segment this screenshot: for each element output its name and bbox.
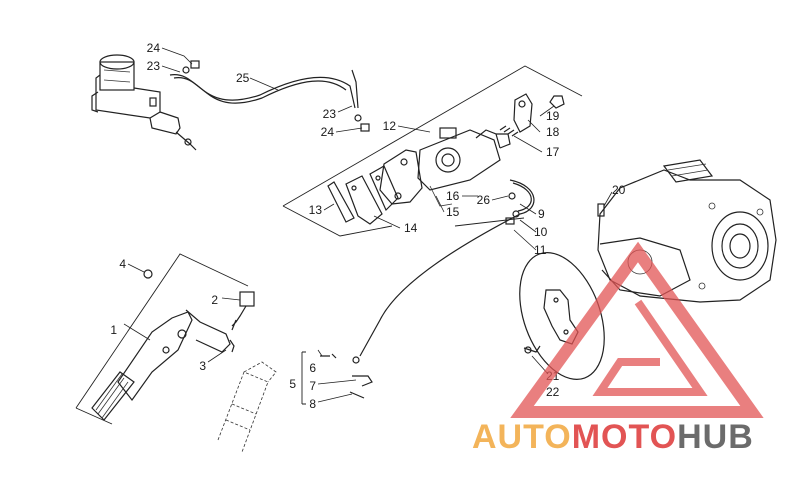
caliper-lever [499,93,565,137]
brake-switch [231,291,255,331]
frame-section [217,361,277,453]
watermark-moto: MOTO [572,418,677,456]
rear-gearcase [597,159,777,303]
callout-labels: 1 2 3 4 5 6 7 8 9 10 11 12 13 14 15 16 1… [110,41,625,411]
watermark-text: AUTOMOTOHUB [472,418,754,456]
parking-brake-cable [359,179,535,357]
watermark-hub: HUB [677,418,754,456]
callout-15: 15 [446,205,460,219]
callout-5: 5 [289,377,296,391]
cable-hardware-group [301,351,373,405]
callout-22: 22 [546,385,560,399]
callout-4: 4 [119,257,126,271]
callout-6: 6 [309,361,316,375]
callout-1: 1 [110,323,117,337]
callout-13: 13 [309,203,323,217]
callout-20: 20 [612,183,626,197]
callout-24-caliper: 24 [321,125,335,139]
callout-10: 10 [534,225,548,239]
callout-24-top: 24 [147,41,161,55]
brake-caliper [379,127,511,207]
brake-pads [327,165,399,225]
callout-12: 12 [383,119,397,133]
callout-2: 2 [211,293,218,307]
callout-19: 19 [546,109,560,123]
leader-lines [123,47,613,403]
callout-8: 8 [309,397,316,411]
brake-hose [169,60,370,132]
callout-14: 14 [404,221,418,235]
watermark-auto: AUTO [472,418,572,456]
callout-9: 9 [538,207,545,221]
callout-23-top: 23 [147,59,161,73]
callout-16: 16 [446,189,460,203]
watermark-inner-mark [592,299,708,396]
caliper-assembly-box [282,65,583,237]
parking-brake-handle-box [75,253,249,425]
automotohub-watermark: AUTOMOTOHUB [472,241,764,456]
callout-25: 25 [236,71,250,85]
callout-11: 11 [534,243,547,257]
master-cylinder [91,54,197,151]
parking-brake-handle [91,269,235,421]
callout-23-caliper: 23 [323,107,337,121]
callout-17: 17 [546,145,560,159]
watermark-triangle [510,241,764,418]
callout-18: 18 [546,125,560,139]
callout-26: 26 [477,193,491,207]
callout-7: 7 [309,379,316,393]
callout-3: 3 [199,359,206,373]
